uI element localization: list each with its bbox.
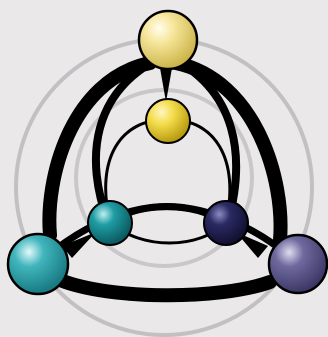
sphere-left-light-teal — [8, 234, 68, 294]
sphere-right-lavender — [269, 235, 327, 293]
sphere-inner-indigo — [204, 201, 248, 245]
sphere-inner-teal — [88, 201, 132, 245]
sphere-top-light-yellow — [139, 11, 197, 69]
sphere-inner-yellow — [146, 99, 190, 143]
